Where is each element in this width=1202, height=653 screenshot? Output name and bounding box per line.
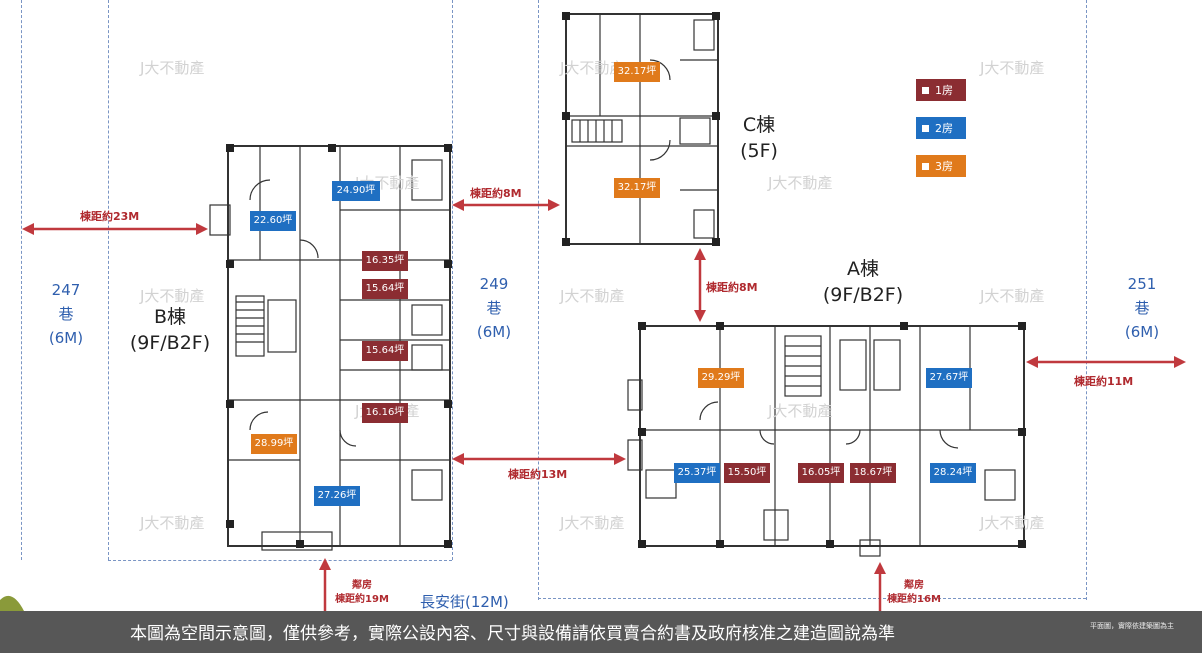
disclaimer-text: 本圖為空間示意圖，僅供參考，實際公設內容、尺寸與設備請依買賣合約書及政府核准之建… xyxy=(130,624,895,644)
building-a-label: A棟 (9F/B2F) xyxy=(822,258,904,306)
building-b-label: B棟 (9F/B2F) xyxy=(129,306,211,354)
unit-a3-size: 15.50坪 xyxy=(724,463,770,483)
unit-b4-size: 15.64坪 xyxy=(362,341,408,361)
distance-c-a: 棟距約8M xyxy=(706,281,758,294)
legend-swatch-icon xyxy=(922,124,929,132)
unit-a6-size: 28.24坪 xyxy=(930,463,976,483)
unit-a4-size: 16.05坪 xyxy=(798,463,844,483)
legend-three-room: 3房 xyxy=(916,155,966,177)
disclaimer-bar xyxy=(0,611,1202,653)
watermark: J大不動產 xyxy=(768,174,833,192)
site-boundary-line xyxy=(538,0,539,600)
distance-b-c: 棟距約8M xyxy=(470,187,522,200)
neighbor-a-south: 鄰房 棟距約16M xyxy=(887,580,941,605)
distance-a-east: 棟距約11M xyxy=(1074,375,1134,388)
legend-swatch-icon xyxy=(922,86,929,94)
lane-247-label: 247 巷 (6M) xyxy=(48,281,84,347)
site-boundary-line xyxy=(21,0,22,560)
building-c-label: C棟 (5F) xyxy=(740,114,778,162)
watermark: J大不動產 xyxy=(140,59,205,77)
site-boundary-line xyxy=(108,0,109,560)
unit-a1-size: 29.29坪 xyxy=(698,368,744,388)
watermark: J大不動產 xyxy=(140,287,205,305)
unit-a2-size: 25.37坪 xyxy=(674,463,720,483)
unit-b2-size: 27.26坪 xyxy=(314,486,360,506)
watermark: J大不動產 xyxy=(980,59,1045,77)
watermark: J大不動產 xyxy=(980,287,1045,305)
site-boundary-line xyxy=(1086,0,1087,600)
site-boundary-line xyxy=(538,598,1086,599)
legend-two-room: 2房 xyxy=(916,117,966,139)
lane-251-label: 251 巷 (6M) xyxy=(1124,275,1160,341)
watermark: J大不動產 xyxy=(560,59,625,77)
unit-b8-size: 22.60坪 xyxy=(250,211,296,231)
unit-b5-size: 15.64坪 xyxy=(362,279,408,299)
unit-b7-size: 24.90坪 xyxy=(332,181,380,201)
unit-b3-size: 16.16坪 xyxy=(362,403,408,423)
street-label: 長安街(12M) xyxy=(420,593,509,611)
legend-one-room: 1房 xyxy=(916,79,966,101)
unit-a7-size: 27.67坪 xyxy=(926,368,972,388)
plan-note: 平面圖，實際依建築圖為主 xyxy=(1090,622,1174,630)
unit-a5-size: 18.67坪 xyxy=(850,463,896,483)
distance-b-a: 棟距約13M xyxy=(508,468,568,481)
watermark: J大不動產 xyxy=(140,514,205,532)
site-boundary-line xyxy=(452,0,453,560)
unit-b1-size: 28.99坪 xyxy=(251,434,297,454)
site-boundary-line xyxy=(108,560,452,561)
watermark: J大不動產 xyxy=(768,402,833,420)
watermark: J大不動產 xyxy=(980,514,1045,532)
watermark: J大不動產 xyxy=(560,514,625,532)
unit-c2-size: 32.17坪 xyxy=(614,178,660,198)
unit-c1-size: 32.17坪 xyxy=(614,62,660,82)
lane-249-label: 249 巷 (6M) xyxy=(476,275,512,341)
watermark: J大不動產 xyxy=(560,287,625,305)
legend-swatch-icon xyxy=(922,162,929,170)
neighbor-b-south: 鄰房 棟距約19M xyxy=(335,580,389,605)
distance-b-west: 棟距約23M xyxy=(80,210,140,223)
unit-b6-size: 16.35坪 xyxy=(362,251,408,271)
